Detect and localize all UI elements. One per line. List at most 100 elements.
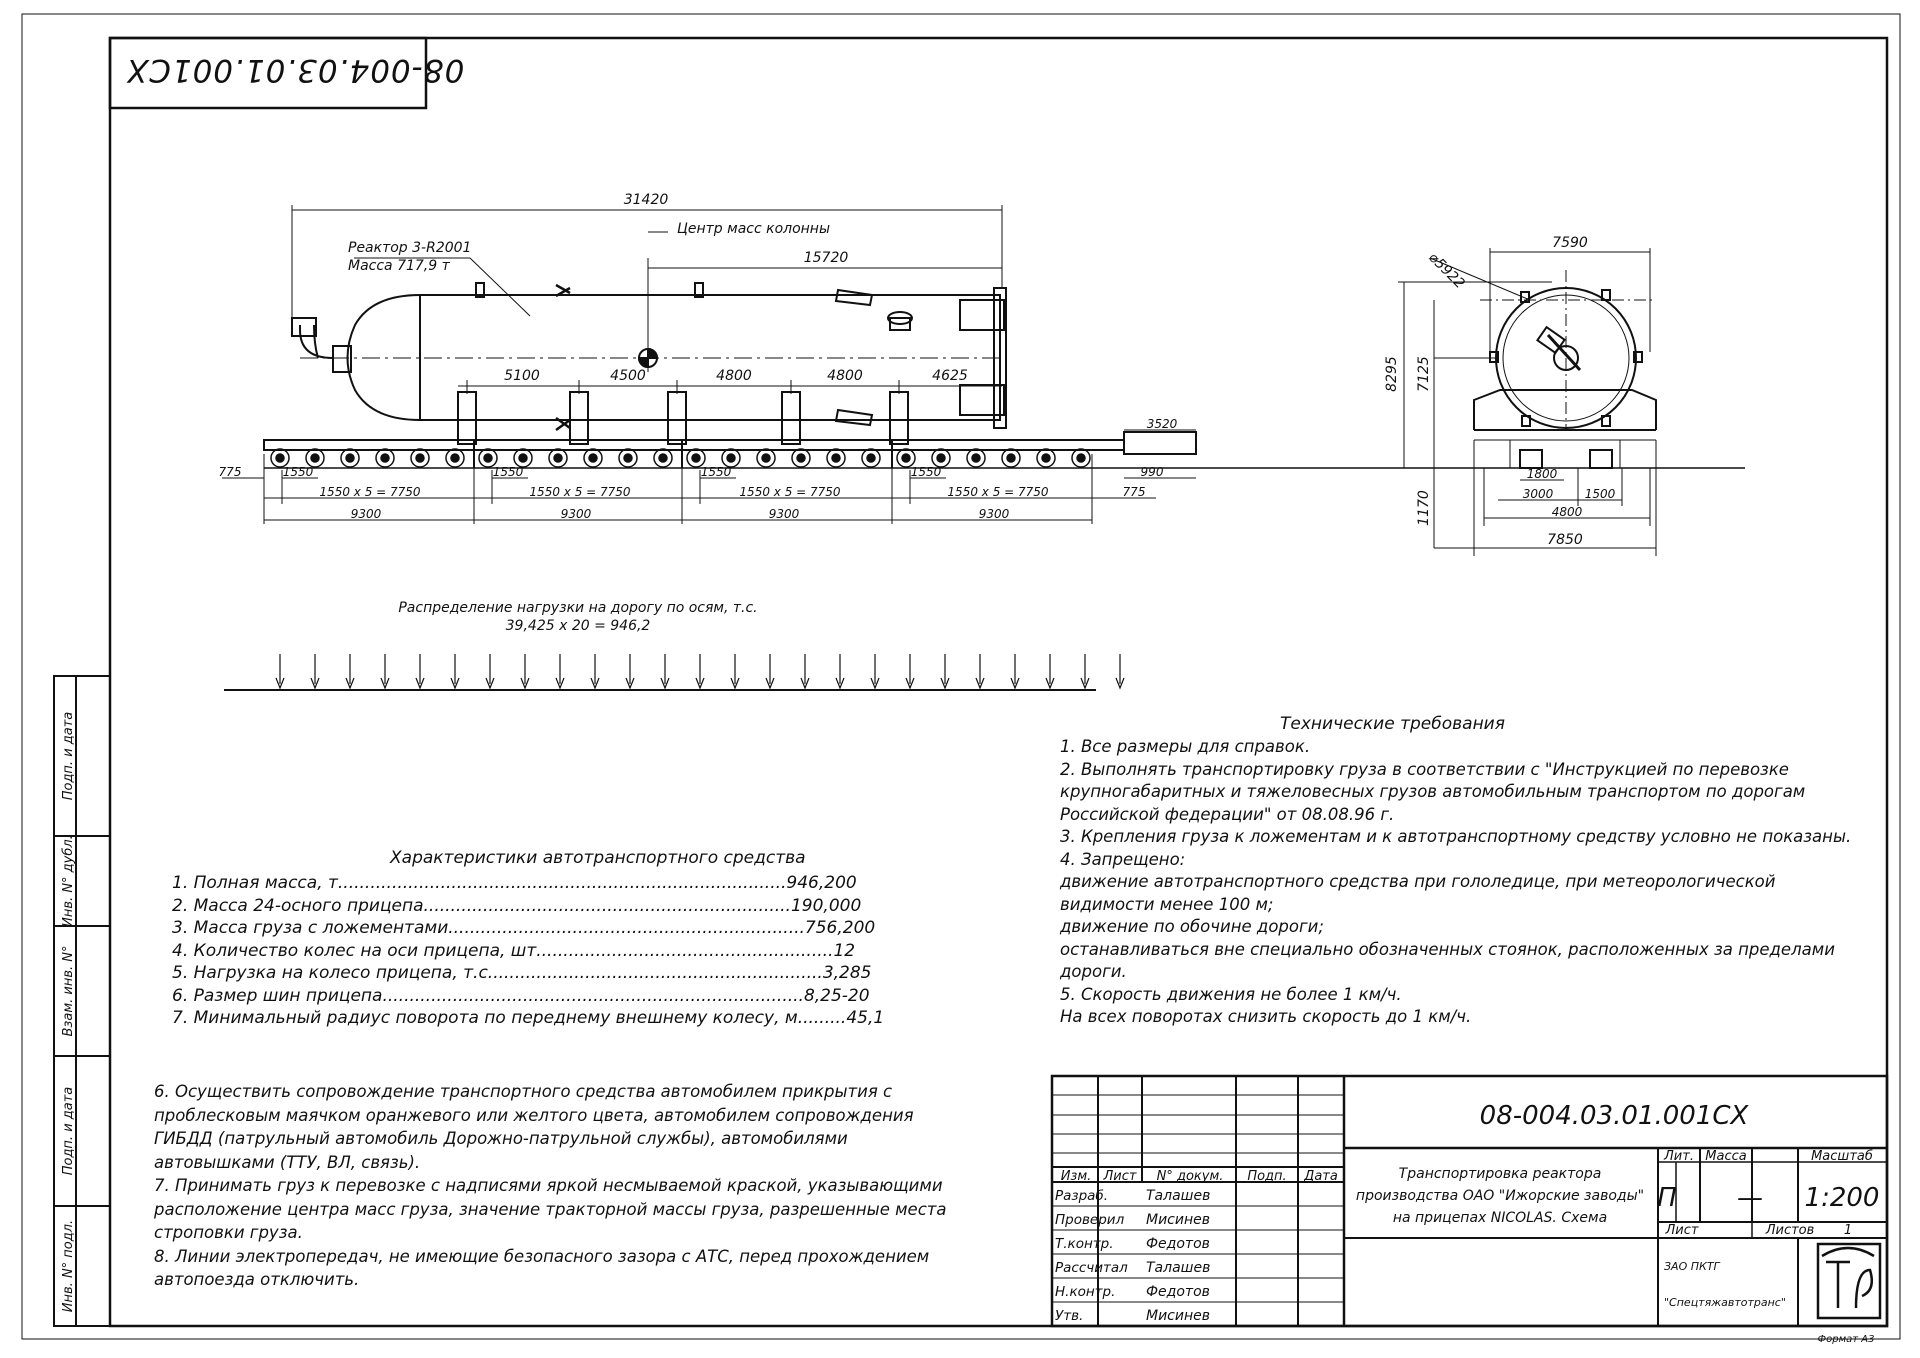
wheel (896, 448, 916, 468)
tech-req-line: дороги. (1060, 962, 1127, 981)
tech-req-line: 2. Выполнять транспортировку груза в соо… (1060, 759, 1789, 779)
tech-req-line: 5. Скорость движения не более 1 км/ч. (1060, 984, 1402, 1004)
hdr-izm: Изм. (1061, 1169, 1092, 1184)
wheel (583, 448, 603, 468)
org-line2: "Спецтяжавтотранс" (1664, 1296, 1786, 1309)
tech-req-line: 3. Крепления груза к ложементам и к авто… (1060, 827, 1852, 846)
scale-value: 1:200 (1805, 1183, 1880, 1213)
spacing-4: 4800 (827, 368, 863, 384)
dim-1500: 1500 (1585, 487, 1616, 501)
trailer-length-4: 9300 (979, 507, 1010, 521)
tech-req-line: останавливаться вне специально обозначен… (1060, 939, 1835, 959)
wheel-hub (623, 453, 633, 463)
trailer-length-1: 9300 (351, 507, 382, 521)
doc-code: 08-004.03.01.001CX (1480, 1101, 1750, 1131)
width-top: 7590 (1552, 235, 1588, 251)
title-line1: Транспортировка реактора (1399, 1166, 1602, 1182)
side-label-5: Инв. N° подл. (61, 1220, 76, 1312)
dim-4800: 4800 (1552, 505, 1583, 519)
load-formula: 39,425 x 20 = 946,2 (506, 618, 651, 634)
role-label: Проверил (1055, 1212, 1125, 1228)
width-bottom: 7850 (1547, 532, 1583, 548)
note-line: расположение центра масс груза, значение… (154, 1199, 947, 1219)
tech-req-list: 1. Все размеры для справок. 2. Выполнять… (1060, 736, 1851, 1029)
wheel (1036, 448, 1056, 468)
tech-req-line: На всех поворотах снизить скорость до 1 … (1060, 1007, 1472, 1026)
note-line: ГИБДД (патрульный автомобиль Дорожно-пат… (154, 1129, 848, 1148)
load-title: Распределение нагрузки на дорогу по осям… (398, 600, 757, 616)
tech-req-title: Технические требования (1280, 714, 1505, 734)
wheel (931, 448, 951, 468)
wheel-hub (483, 453, 493, 463)
main-dimension-texts: 31420 15720 5100 4500 4800 4800 4625 352… (219, 192, 1178, 521)
reactor-side-view (263, 231, 1745, 469)
dim-775-left: 775 (219, 465, 242, 479)
role-label: Т.контр. (1055, 1236, 1114, 1252)
center-of-mass-label: Центр масс колонны (677, 221, 830, 237)
trailer-length-2: 9300 (561, 507, 592, 521)
wheel (445, 448, 465, 468)
tech-req-line: 1. Все размеры для справок. (1060, 737, 1311, 756)
note-line: 8. Линии электропередач, не имеющие безо… (154, 1246, 930, 1266)
hdr-scale: Масштаб (1811, 1149, 1873, 1164)
wheel (826, 448, 846, 468)
axle-group-4: 1550 x 5 = 7750 (947, 485, 1048, 499)
tech-req-line: движение автотранспортного средства при … (1060, 872, 1776, 891)
axle-pitch-2: 1550 (493, 465, 524, 479)
spec-item: 3. Масса груза с ложементами............… (172, 918, 876, 938)
dim-15720: 15720 (804, 250, 849, 266)
tech-req-line: видимости менее 100 м; (1060, 894, 1274, 914)
side-label-4: Подп. и дата (61, 1087, 76, 1176)
spacing-5: 4625 (932, 368, 968, 384)
mass-value: — (1737, 1183, 1763, 1213)
role-label: Рассчитал (1055, 1260, 1128, 1276)
specs-title: Характеристики автотранспортного средств… (390, 848, 806, 868)
wheel-hub (971, 453, 981, 463)
side-label-1: Подп. и дата (61, 712, 76, 801)
side-strip-labels: Подп. и дата Инв. N° дубл. Взам. инв. N°… (61, 712, 76, 1313)
spacing-1: 5100 (504, 368, 540, 384)
load-arrow-head (275, 677, 285, 690)
role-label: Утв. (1055, 1308, 1083, 1324)
axle-pitch-4: 1550 (911, 465, 942, 479)
role-name: Талашев (1146, 1260, 1210, 1276)
wheel-hub (901, 453, 911, 463)
wheel (721, 448, 741, 468)
wheel (340, 448, 360, 468)
hdr-list: Лист (1103, 1169, 1137, 1184)
role-name: Федотов (1146, 1236, 1210, 1252)
note-line: 6. Осуществить сопровождение транспортно… (154, 1082, 893, 1101)
role-label: Н.контр. (1055, 1284, 1115, 1300)
reactor-end-view (1473, 270, 1657, 469)
axle-group-1: 1550 x 5 = 7750 (319, 485, 420, 499)
trim-border (21, 13, 1901, 1340)
load-arrow-head (590, 677, 600, 690)
dim-3000: 3000 (1523, 487, 1554, 501)
wheel (618, 448, 638, 468)
load-arrow-head (1045, 677, 1055, 690)
sheets-label: Листов (1765, 1223, 1815, 1238)
load-arrow-head (730, 677, 740, 690)
spec-item: 6. Размер шин прицепа...................… (172, 985, 870, 1006)
company-logo (1816, 1242, 1882, 1320)
wheel-hub (310, 453, 320, 463)
reactor-mass: Масса 717,9 т (348, 258, 451, 274)
axle-pitch-3: 1550 (701, 465, 732, 479)
note-line: 7. Принимать груз к перевозке с надписям… (154, 1176, 943, 1195)
wheel-hub (380, 453, 390, 463)
load-arrow-head (625, 677, 635, 690)
wheel (686, 448, 706, 468)
load-arrow-head (940, 677, 950, 690)
load-arrow-head (380, 677, 390, 690)
wheel (410, 448, 430, 468)
tech-req-line: крупногабаритных и тяжеловесных грузов а… (1060, 782, 1806, 801)
wheel-hub (1041, 453, 1051, 463)
load-arrow-head (800, 677, 810, 690)
load-arrow-head (905, 677, 915, 690)
axle-pitch-1: 1550 (283, 465, 314, 479)
org-line1: ЗАО ПКТГ (1664, 1260, 1721, 1273)
stamp-code: 08-004.03.01.001CX (126, 52, 465, 88)
spec-item: 2. Масса 24-осного прицепа..............… (172, 895, 862, 916)
load-arrow-head (310, 677, 320, 690)
title-line3: на прицепах NICOLAS. Схема (1393, 1210, 1607, 1226)
